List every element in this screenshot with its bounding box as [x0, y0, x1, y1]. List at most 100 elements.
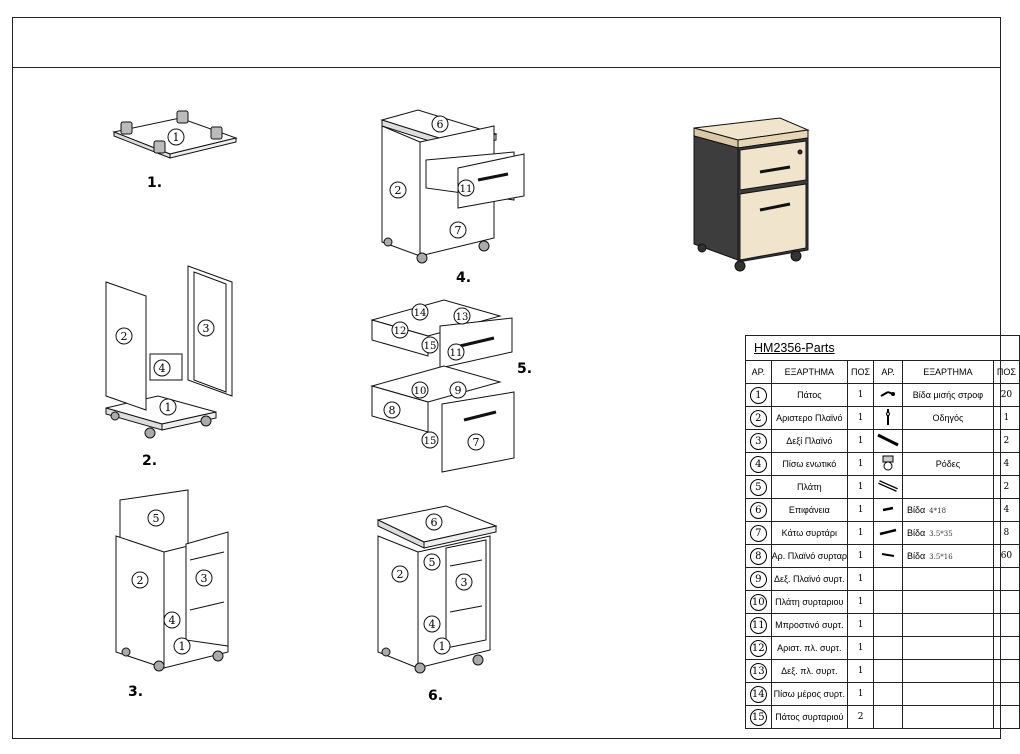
- part-qty: 1: [847, 429, 875, 453]
- hardware-name: [901, 590, 994, 614]
- header-hw-qty: ΠΟΣ: [992, 360, 1020, 384]
- part-label-11b: 11: [450, 348, 463, 359]
- parts-table: HM2356-Parts ΑΡ. ΕΞΑΡΤΗΜΑ ΠΟΣ ΑΡ. ΕΞΑΡΤΗ…: [745, 335, 1020, 729]
- hardware-icon-cell: [873, 452, 903, 476]
- step-label-5: 5.: [517, 361, 533, 377]
- hardware-size: 3.5*35: [929, 530, 953, 538]
- part-label-2d: 2: [397, 568, 404, 581]
- step5-drawer-parts-illustration: 14 13 12 15 11 10 9 8 15 7: [370, 299, 515, 473]
- hardware-icon-cell: [873, 682, 903, 706]
- part-qty: 1: [847, 383, 875, 407]
- part-circle-1: [167, 128, 185, 146]
- step-label-4: 4.: [456, 270, 472, 286]
- screw-long-icon: [878, 528, 898, 538]
- hardware-name-text: Οδηγός: [932, 413, 964, 423]
- part-name: Πάτος συρταριού: [770, 705, 849, 729]
- part-label-12: 12: [394, 326, 407, 337]
- part-label-1d: 1: [439, 640, 446, 653]
- parts-table-title: HM2356-Parts: [745, 335, 1020, 361]
- part-number: 15: [745, 705, 772, 729]
- part-qty: 1: [847, 406, 875, 430]
- step-label-1: 1.: [147, 175, 163, 191]
- hardware-icon-cell: [873, 613, 903, 637]
- part-qty: 1: [847, 567, 875, 591]
- hardware-name: [901, 475, 994, 499]
- part-number-circle: 7: [749, 524, 767, 542]
- part-number: 9: [745, 567, 772, 591]
- part-number: 4: [745, 452, 772, 476]
- part-label-2b: 2: [137, 574, 144, 587]
- hardware-icon-cell: [873, 406, 903, 430]
- part-label-1b: 1: [165, 401, 172, 414]
- hardware-name: [901, 682, 994, 706]
- hardware-name: Βίδα μισής στροφ: [901, 383, 994, 407]
- part-label-6: 6: [437, 118, 444, 131]
- screw-small-icon: [879, 551, 897, 561]
- step1-base-illustration: 1: [112, 110, 238, 159]
- hardware-qty: 2: [992, 429, 1020, 453]
- hardware-qty: [992, 682, 1020, 706]
- part-number: 5: [745, 475, 772, 499]
- hardware-qty: 60: [992, 544, 1020, 568]
- guide-rail-icon: [883, 409, 893, 428]
- part-qty: 1: [847, 475, 875, 499]
- part-number-circle: 14: [749, 685, 767, 703]
- part-qty: 1: [847, 590, 875, 614]
- hardware-name-text: Βίδα: [906, 528, 926, 538]
- half-screw-icon: [879, 391, 897, 402]
- header-part: ΕΞΑΡΤΗΜΑ: [770, 360, 849, 384]
- part-name: Πάτος: [770, 383, 849, 407]
- hardware-qty: [992, 613, 1020, 637]
- part-qty: 2: [847, 705, 875, 729]
- part-number: 14: [745, 682, 772, 706]
- handle-icon: [877, 480, 899, 494]
- part-name: Πλάτη: [770, 475, 849, 499]
- header-hw-num: ΑΡ.: [873, 360, 903, 384]
- part-number-circle: 1: [749, 386, 767, 404]
- part-number-circle: 11: [749, 616, 767, 634]
- part-label-1c: 1: [179, 640, 186, 653]
- part-qty: 1: [847, 452, 875, 476]
- part-number: 6: [745, 498, 772, 522]
- hardware-icon-cell: [873, 705, 903, 729]
- part-name: Δεξ. Πλαϊνό συρτ.: [770, 567, 849, 591]
- part-qty: 1: [847, 521, 875, 545]
- step3-back-illustration: 5 2 3 4 1: [115, 489, 229, 672]
- part-label-4: 4: [159, 362, 166, 375]
- hardware-qty: [992, 590, 1020, 614]
- step-label-2: 2.: [142, 453, 158, 469]
- part-number: 10: [745, 590, 772, 614]
- part-label-5b: 5: [429, 556, 436, 569]
- part-label-6b: 6: [431, 516, 438, 529]
- hardware-qty: [992, 636, 1020, 660]
- step6-top-illustration: 6 2 5 3 4 1: [376, 505, 498, 674]
- hardware-name: [901, 567, 994, 591]
- hardware-icon-cell: [873, 429, 903, 453]
- part-label-2: 2: [121, 330, 128, 343]
- hardware-name: [901, 659, 994, 683]
- part-label-4b: 4: [169, 614, 176, 627]
- screw-short-icon: [880, 505, 896, 515]
- part-label-10: 10: [414, 386, 427, 397]
- hardware-size: 4*18: [929, 507, 947, 515]
- part-label-15: 15: [424, 341, 437, 352]
- part-name: Δεξί Πλαϊνό: [770, 429, 849, 453]
- part-name: Αριστερο Πλαϊνό: [770, 406, 849, 430]
- hardware-name: Οδηγός: [901, 406, 994, 430]
- part-label-7: 7: [455, 224, 462, 237]
- part-qty: 1: [847, 544, 875, 568]
- part-name: Αριστ. πλ. συρτ.: [770, 636, 849, 660]
- hardware-name: [901, 613, 994, 637]
- hardware-qty: [992, 659, 1020, 683]
